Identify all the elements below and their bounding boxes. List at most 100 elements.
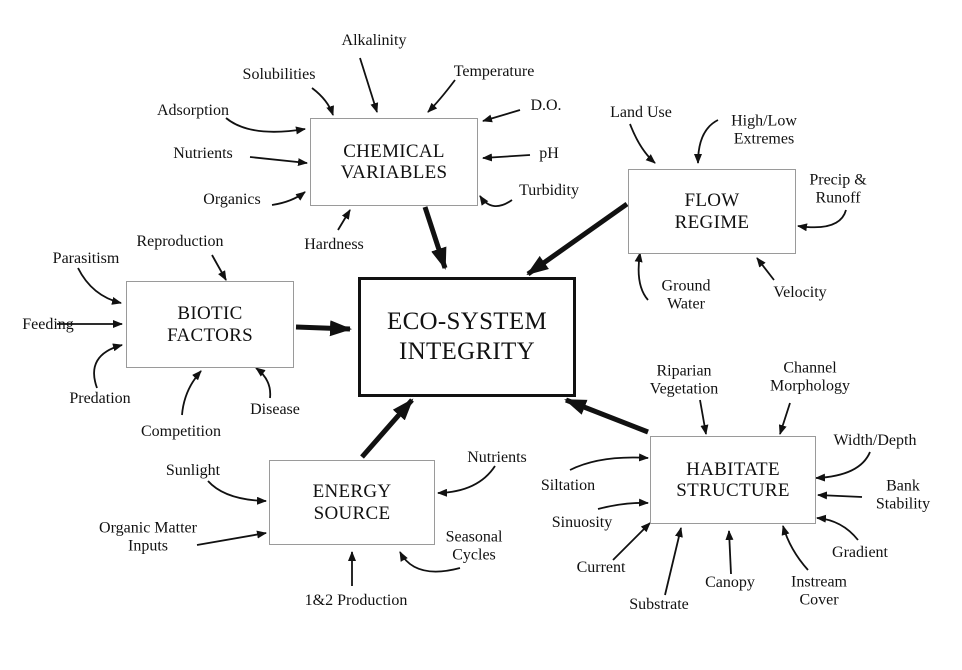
label-solubilities: Solubilities <box>242 66 316 84</box>
label-turbidity: Turbidity <box>519 182 579 200</box>
arrow-do <box>482 109 521 123</box>
label-seasonal-line-1: Seasonal <box>445 528 503 546</box>
label-land-use: Land Use <box>610 104 672 122</box>
arrow-predation <box>93 343 123 389</box>
label-predation: Predation <box>69 390 131 408</box>
label-sinuosity: Sinuosity <box>551 514 613 532</box>
arrow-precip <box>797 209 847 232</box>
habitat-line-2: STRUCTURE <box>676 480 790 501</box>
arrow-alkalinity <box>359 57 379 113</box>
habitat-line-1: HABITATE <box>686 458 780 480</box>
arrow-nutrients-energy <box>437 465 496 497</box>
habitate-structure-box: HABITATE STRUCTURE <box>650 436 816 524</box>
arrow-temperature <box>427 79 456 113</box>
arrow-bank <box>817 491 863 500</box>
label-precip-line-2: Runoff <box>815 189 861 206</box>
arrow-turbidity <box>479 195 513 207</box>
label-current: Current <box>576 559 626 577</box>
label-organic-line-1: Organic Matter <box>99 519 197 537</box>
arrow-sunlight <box>207 480 267 505</box>
arrow-flow-to-center <box>526 201 629 277</box>
label-channel-line-1: Channel <box>783 359 837 377</box>
arrow-velocity <box>756 257 775 281</box>
label-instream-line-1: Instream <box>791 573 847 591</box>
label-channel: Channel Morphology <box>770 359 850 394</box>
center-line-1: ECO-SYSTEM <box>387 308 547 335</box>
label-competition: Competition <box>141 423 221 441</box>
arrow-habitat-to-center <box>564 397 649 435</box>
label-seasonal-cycles: Seasonal Cycles <box>446 528 503 563</box>
label-gradient: Gradient <box>832 544 888 562</box>
label-channel-line-2: Morphology <box>770 377 850 394</box>
label-hardness: Hardness <box>304 236 364 254</box>
label-sunlight: Sunlight <box>165 462 221 480</box>
energy-source-box: ENERGY SOURCE <box>269 460 435 545</box>
label-nutrients-chem: Nutrients <box>173 145 233 163</box>
arrow-instream <box>781 525 809 571</box>
flow-line-2: REGIME <box>674 211 750 233</box>
flow-regime-box: FLOW REGIME <box>628 169 796 254</box>
label-precip-line-1: Precip & <box>809 171 867 189</box>
arrow-current <box>612 522 651 561</box>
label-disease: Disease <box>250 401 300 419</box>
arrow-siltation <box>569 453 649 471</box>
arrow-sinuosity <box>597 498 649 510</box>
label-organic-line-2: Inputs <box>127 537 168 554</box>
label-bank-line-1: Bank <box>886 477 920 495</box>
eco-system-integrity-box: ECO-SYSTEM INTEGRITY <box>358 277 576 397</box>
chemical-variables-box: CHEMICAL VARIABLES <box>310 118 478 206</box>
energy-line-2: SOURCE <box>313 502 391 524</box>
label-ground-water: Ground Water <box>662 277 711 312</box>
label-do: D.O. <box>530 97 562 115</box>
arrow-hardness <box>337 209 351 231</box>
label-adsorption: Adsorption <box>157 102 229 120</box>
label-width-depth: Width/Depth <box>833 432 917 450</box>
arrow-disease <box>255 367 272 399</box>
biotic-line-1: BIOTIC <box>177 303 243 325</box>
label-ground-line-1: Ground <box>661 277 711 295</box>
arrow-competition <box>181 370 202 416</box>
label-canopy: Canopy <box>705 574 755 592</box>
label-precip-runoff: Precip & Runoff <box>809 171 866 206</box>
label-high-low: High/Low Extremes <box>731 112 797 147</box>
arrow-land-use <box>629 123 656 164</box>
arrow-solubilities <box>311 87 334 116</box>
chemical-line-1: CHEMICAL <box>343 140 445 162</box>
arrow-canopy <box>725 530 734 575</box>
label-temperature: Temperature <box>453 63 535 81</box>
label-riparian-line-2: Vegetation <box>649 380 719 397</box>
arrow-gradient <box>816 514 859 541</box>
label-organic-matter: Organic Matter Inputs <box>99 519 197 554</box>
arrow-reproduction <box>211 254 227 281</box>
energy-line-1: ENERGY <box>312 481 392 503</box>
arrow-adsorption <box>225 117 306 135</box>
label-riparian-line-1: Riparian <box>656 362 712 380</box>
label-ph: pH <box>539 145 559 163</box>
arrow-nutrients-chem <box>249 156 308 167</box>
arrow-riparian <box>699 399 709 435</box>
arrow-organics <box>271 191 306 206</box>
label-feeding: Feeding <box>22 316 74 334</box>
arrow-parasitism <box>77 267 122 305</box>
label-high-low-line-1: High/Low <box>731 112 797 130</box>
label-bank-line-2: Stability <box>875 495 931 512</box>
label-organics: Organics <box>203 191 261 209</box>
flow-line-1: FLOW <box>684 190 740 212</box>
arrow-channel <box>778 402 791 435</box>
label-alkalinity: Alkalinity <box>341 32 407 50</box>
label-nutrients-energy: Nutrients <box>467 449 527 467</box>
label-parasitism: Parasitism <box>52 250 120 268</box>
arrow-chemical-to-center <box>422 206 448 270</box>
label-high-low-line-2: Extremes <box>733 130 795 147</box>
arrow-ph <box>482 153 531 162</box>
arrow-ground-water <box>634 252 649 301</box>
label-production: 1&2 Production <box>304 592 408 610</box>
arrow-energy-to-center <box>360 398 414 459</box>
label-reproduction: Reproduction <box>136 233 224 251</box>
label-velocity: Velocity <box>773 284 827 302</box>
biotic-line-2: FACTORS <box>167 324 253 346</box>
arrow-substrate <box>664 527 683 596</box>
label-bank-stability: Bank Stability <box>876 477 930 512</box>
label-instream-cover: Instream Cover <box>791 573 847 608</box>
